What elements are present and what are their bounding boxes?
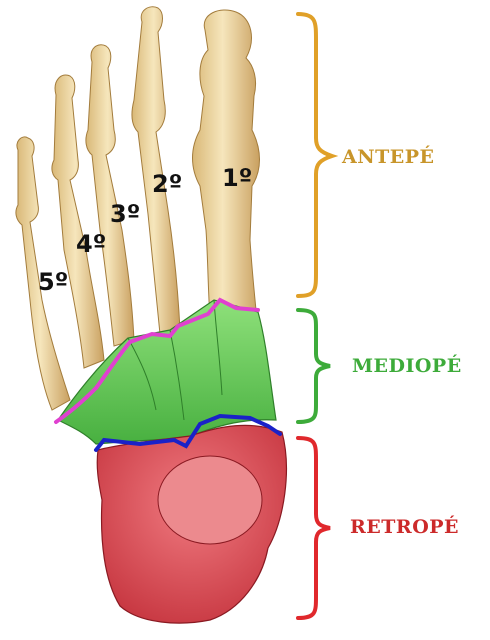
retrope-brace	[298, 438, 330, 618]
digit-label-4: 4º	[76, 230, 106, 258]
hindfoot-bones	[97, 425, 286, 623]
region-label-antepe: ANTEPÉ	[342, 146, 435, 168]
digit-label-2: 2º	[152, 170, 182, 198]
antepe-brace	[298, 14, 332, 296]
region-label-retrope: RETROPÉ	[350, 516, 459, 538]
mediope-brace	[298, 310, 330, 422]
region-label-mediope: MEDIOPÉ	[352, 355, 462, 377]
digit-label-5: 5º	[38, 268, 68, 296]
digit-label-3: 3º	[110, 200, 140, 228]
digit-label-1: 1º	[222, 164, 252, 192]
